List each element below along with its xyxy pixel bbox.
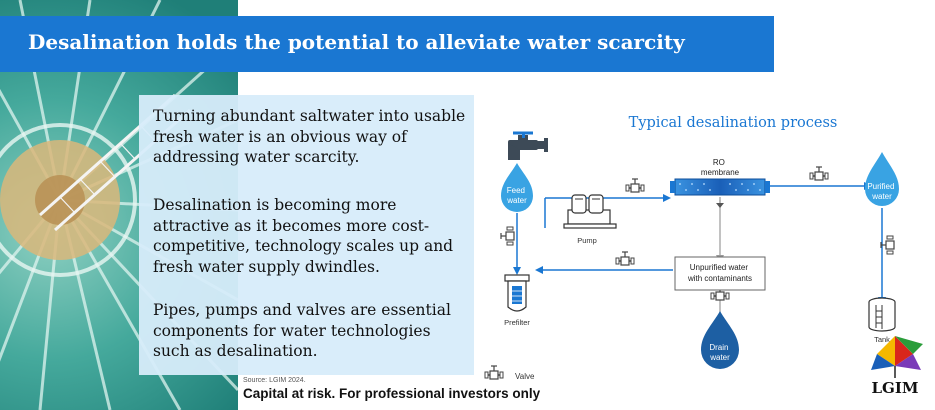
body-paragraph: Turning abundant saltwater into usable f… bbox=[153, 107, 466, 166]
pump-icon bbox=[563, 194, 617, 229]
ro-label: RO bbox=[713, 158, 725, 167]
pipes bbox=[516, 185, 883, 297]
purified-water-label: water bbox=[871, 192, 892, 201]
feed-water-label: water bbox=[506, 196, 527, 205]
text-panel: Turning abundant saltwater into usable f… bbox=[139, 95, 474, 375]
desalination-diagram: Typical desalination process bbox=[484, 115, 899, 380]
page-title: Desalination holds the potential to alle… bbox=[28, 30, 685, 54]
tank-label: Tank bbox=[874, 335, 890, 344]
prefilter-icon bbox=[504, 274, 530, 312]
body-paragraph: Pipes, pumps and valves are essential co… bbox=[153, 301, 451, 360]
svg-text:Feed water: Feed water bbox=[506, 186, 527, 205]
feed-water-drop bbox=[501, 163, 533, 212]
drain-water-drop bbox=[701, 311, 739, 369]
diagram-title: Typical desalination process bbox=[629, 115, 838, 131]
valve-legend-label: Valve bbox=[515, 372, 535, 380]
drain-water-label: Drain bbox=[709, 343, 728, 352]
svg-text:RO membrane: RO membrane bbox=[701, 158, 740, 177]
ro-label: membrane bbox=[701, 168, 740, 177]
disclaimer: Capital at risk. For professional invest… bbox=[243, 386, 541, 401]
svg-text:Drain water: Drain water bbox=[709, 343, 730, 362]
svg-text:Purified water: Purified water bbox=[867, 182, 896, 201]
svg-text:Unpurified water with cont: Unpurified water with contaminants bbox=[687, 263, 752, 283]
unpurified-label: Unpurified water bbox=[690, 263, 749, 272]
tank-icon bbox=[868, 297, 896, 332]
title-banner: Desalination holds the potential to alle… bbox=[0, 16, 774, 72]
unpurified-box bbox=[674, 256, 766, 291]
lgim-logo: LGIM bbox=[871, 336, 923, 397]
pump-label: Pump bbox=[577, 236, 597, 245]
purified-water-drop bbox=[865, 152, 899, 206]
prefilter-label: Prefilter bbox=[504, 318, 530, 327]
logo-text: LGIM bbox=[872, 379, 919, 397]
feed-water-label: Feed bbox=[507, 186, 525, 195]
valve-legend: Valve bbox=[484, 365, 535, 380]
ro-membrane bbox=[670, 178, 770, 196]
unpurified-label: with contaminants bbox=[687, 274, 752, 283]
source-note: Source: LGIM 2024. bbox=[243, 377, 306, 384]
body-paragraph: Desalination is becoming more attractive… bbox=[153, 196, 454, 276]
drain-water-label: water bbox=[709, 353, 730, 362]
faucet-icon bbox=[508, 131, 548, 160]
purified-water-label: Purified bbox=[867, 182, 894, 191]
